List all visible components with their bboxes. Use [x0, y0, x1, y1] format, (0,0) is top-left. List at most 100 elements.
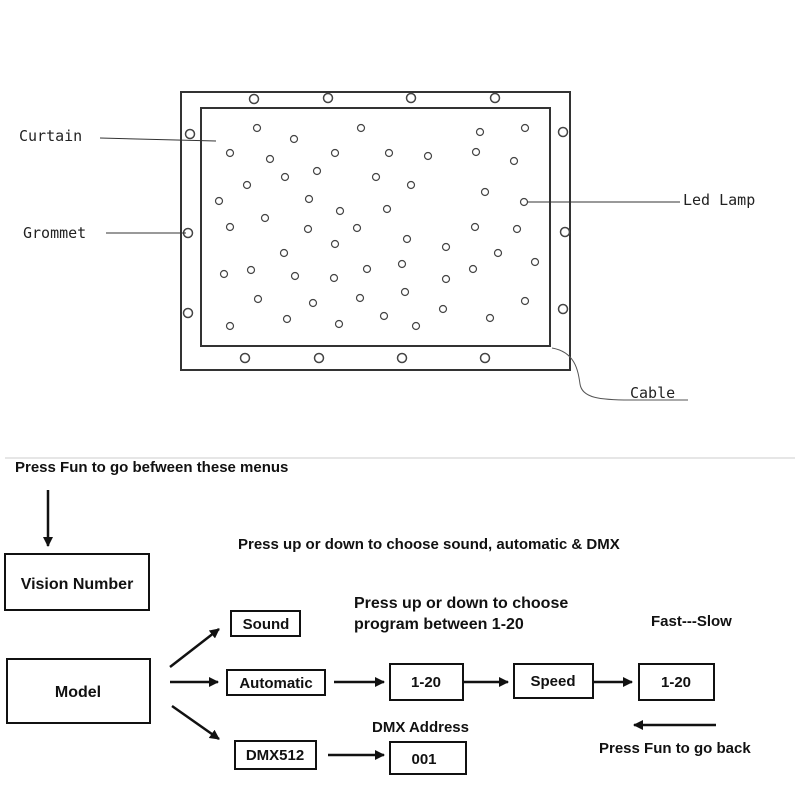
- led-lamp-icon: [303, 224, 313, 234]
- grommet-icon: [405, 92, 417, 104]
- grommet-icon: [559, 226, 571, 238]
- menu-flow-figure: Press Fun to go befween these menus Visi…: [4, 457, 795, 775]
- led-lamp-icon: [330, 239, 340, 249]
- led-lamp-icon: [480, 187, 490, 197]
- dmx512-text: DMX512: [246, 747, 304, 764]
- led-lamp-icon: [441, 274, 451, 284]
- led-lamp-icon: [509, 156, 519, 166]
- led-lamp-icon: [468, 264, 478, 274]
- grommet-icon: [248, 93, 260, 105]
- led-lamp-icon: [371, 172, 381, 182]
- address-text: 001: [411, 751, 436, 768]
- led-lamp-group: [214, 123, 540, 331]
- sound-box: [230, 610, 301, 637]
- grommet-icon: [479, 352, 491, 364]
- led-lamp-icon: [400, 287, 410, 297]
- led-lamp-icon: [441, 242, 451, 252]
- led-lamp-icon: [520, 123, 530, 133]
- led-lamp-icon: [225, 222, 235, 232]
- led-lamp-icon: [530, 257, 540, 267]
- led-lamp-icon: [512, 224, 522, 234]
- speed-hint: Fast---Slow: [651, 613, 732, 630]
- led-lamp-icon: [470, 222, 480, 232]
- grommet-icon: [396, 352, 408, 364]
- led-lamp-icon: [334, 319, 344, 329]
- model-text: Model: [55, 684, 101, 701]
- back-hint: Press Fun to go back: [599, 740, 751, 757]
- vision-number-box: [4, 553, 150, 611]
- grommet-icon: [322, 92, 334, 104]
- led-lamp-icon: [329, 273, 339, 283]
- curtain-figure: Curtain Grommet Led Lamp Cable: [19, 91, 755, 402]
- automatic-box: [226, 669, 326, 696]
- led-lamp-icon: [355, 293, 365, 303]
- led-lamp-icon: [219, 269, 229, 279]
- led-lamp-icon: [280, 172, 290, 182]
- led-lamp-icon: [265, 154, 275, 164]
- program-text: 1-20: [411, 674, 441, 691]
- cable-line: [551, 347, 688, 401]
- grommet-icon: [557, 303, 569, 315]
- led-lamp-label: Led Lamp: [683, 191, 755, 209]
- arrow-to-dmx512: [171, 704, 220, 741]
- speed-value-text: 1-20: [661, 674, 691, 691]
- dmx512-box: [234, 740, 317, 770]
- grommet-icon: [239, 352, 251, 364]
- led-lamp-icon: [312, 166, 322, 176]
- curtain-leader-line: [99, 137, 217, 142]
- dmx-address-label: DMX Address: [372, 719, 469, 736]
- led-lamp-icon: [282, 314, 292, 324]
- model-box: [6, 658, 151, 724]
- led-lamp-icon: [253, 294, 263, 304]
- grommet-label: Grommet: [23, 224, 86, 242]
- led-lamp-icon: [304, 194, 314, 204]
- led-lamp-icon: [397, 259, 407, 269]
- program-instruction-line-1: Press up or down to choose: [354, 595, 568, 612]
- arrow-to-sound: [169, 628, 220, 668]
- grommet-group: [182, 92, 571, 364]
- curtain-outer-frame: [180, 91, 571, 371]
- led-lamp-icon: [438, 304, 448, 314]
- led-lamp-icon: [411, 321, 421, 331]
- vision-number-text: Vision Number: [21, 576, 134, 593]
- grommet-icon: [489, 92, 501, 104]
- led-lamp-icon: [246, 265, 256, 275]
- led-lamp-icon: [423, 151, 433, 161]
- led-lamp-icon: [356, 123, 366, 133]
- led-lamp-icon: [475, 127, 485, 137]
- led-lamp-icon: [362, 264, 372, 274]
- led-lamp-icon: [308, 298, 318, 308]
- led-lamp-icon: [402, 234, 412, 244]
- led-lamp-icon: [225, 148, 235, 158]
- led-lamp-icon: [214, 196, 224, 206]
- led-lamp-icon: [289, 134, 299, 144]
- curtain-label: Curtain: [19, 127, 82, 145]
- curtain-inner-panel: [200, 107, 551, 347]
- led-lamp-icon: [225, 321, 235, 331]
- led-lamp-icon: [279, 248, 289, 258]
- program-instruction-line-2: program between 1-20: [354, 616, 524, 633]
- speed-value-box: [638, 663, 715, 701]
- grommet-icon: [184, 128, 196, 140]
- led-lamp-icon: [335, 206, 345, 216]
- led-lamp-icon: [384, 148, 394, 158]
- led-lamp-icon: [406, 180, 416, 190]
- led-lamp-icon: [379, 311, 389, 321]
- led-lamp-icon: [330, 148, 340, 158]
- mode-instruction: Press up or down to choose sound, automa…: [238, 536, 620, 553]
- led-lamp-icon: [260, 213, 270, 223]
- led-lamp-icon: [485, 313, 495, 323]
- grommet-icon: [313, 352, 325, 364]
- led-lamp-icon: [352, 223, 362, 233]
- speed-text: Speed: [530, 673, 575, 690]
- cable-label: Cable: [630, 384, 675, 402]
- led-lamp-icon: [242, 180, 252, 190]
- address-box: [389, 741, 467, 775]
- led-lamp-icon: [382, 204, 392, 214]
- grommet-icon: [182, 307, 194, 319]
- intro-text: Press Fun to go befween these menus: [15, 459, 288, 476]
- sound-text: Sound: [243, 616, 290, 633]
- grommet-icon: [557, 126, 569, 138]
- led-lamp-icon: [520, 296, 530, 306]
